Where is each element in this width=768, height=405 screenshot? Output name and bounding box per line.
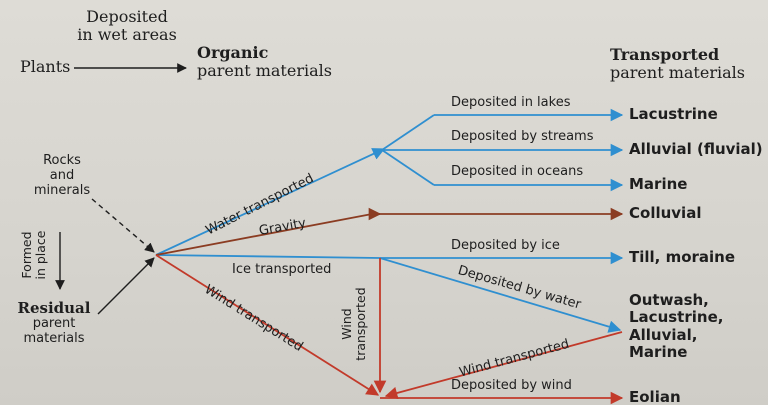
organic-parent-materials-label: Organic parent materials xyxy=(197,43,332,81)
deposited-in-oceans-label: Deposited in oceans xyxy=(451,164,584,179)
arrow-water-transported xyxy=(155,148,386,256)
arrow-residual-to-hub xyxy=(97,257,155,315)
deposited-by-streams-label: Deposited by streams xyxy=(451,129,594,144)
deposited-by-wind-label: Deposited by wind xyxy=(451,378,572,393)
till-moraine-label: Till, moraine xyxy=(629,248,736,266)
arrow-gravity-start xyxy=(155,213,373,256)
arrow-wind-transported xyxy=(155,254,380,396)
arrow-rocks-to-hub xyxy=(91,198,155,253)
deposited-in-lakes-label: Deposited in lakes xyxy=(451,95,571,110)
arrow-wind-from-outwash xyxy=(384,331,623,400)
wind-transported-vertical-label: Wind transported xyxy=(339,287,369,361)
arrow-deposited-in-lakes xyxy=(381,114,435,151)
arrow-deposited-in-oceans xyxy=(381,149,435,186)
outwash-group-label: Outwash, Lacustrine, Alluvial, Marine xyxy=(629,291,724,361)
marine-label: Marine xyxy=(629,175,688,193)
deposited-by-ice-label: Deposited by ice xyxy=(451,238,560,253)
residual-parent-materials-label: Residual parent materials xyxy=(17,299,91,347)
plants-label: Plants xyxy=(20,57,71,76)
transported-parent-materials-label: Transported parent materials xyxy=(610,45,745,83)
deposited-wet-label: Deposited in wet areas xyxy=(77,7,177,45)
arrow-deposited-by-water xyxy=(379,257,622,333)
alluvial-fluvial-label: Alluvial (fluvial) xyxy=(629,140,763,158)
ice-transported-label: Ice transported xyxy=(232,262,332,277)
lacustrine-label: Lacustrine xyxy=(629,105,718,123)
formed-in-place-label: Formed in place xyxy=(19,230,49,280)
eolian-label: Eolian xyxy=(629,388,681,405)
rocks-and-minerals-label: Rocks and minerals xyxy=(33,153,91,198)
arrow-ice-transported xyxy=(155,254,381,259)
colluvial-label: Colluvial xyxy=(629,204,702,222)
